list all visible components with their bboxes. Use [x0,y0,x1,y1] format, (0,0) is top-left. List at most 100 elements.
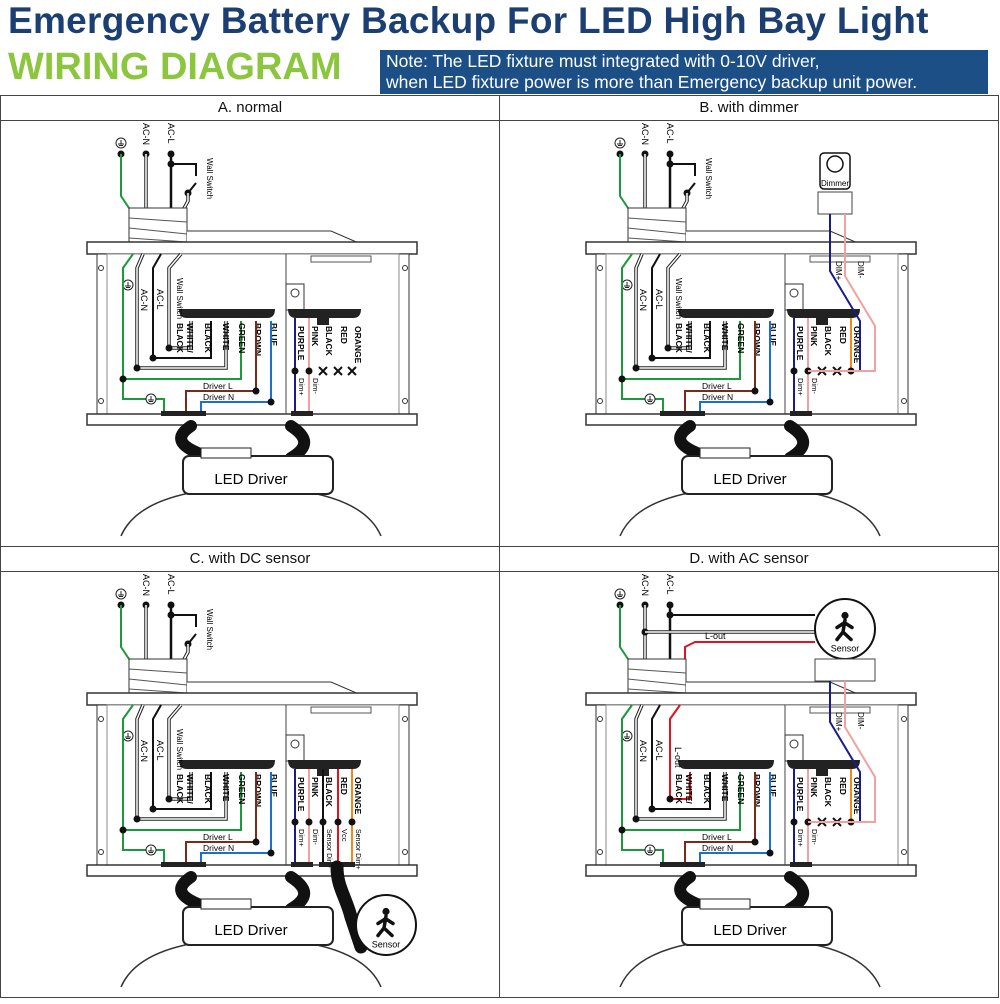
driver-n-label: Driver N [203,843,234,853]
wire-label-white: WHITE [221,774,231,802]
motion-sensor-icon [376,914,395,938]
screw-icon [98,716,104,722]
led-driver [182,906,334,946]
wire-label-purple: PURPLE [296,326,306,361]
ground-inner-wire [621,830,664,863]
ac-n-label: AC-N [139,740,149,762]
junction-dot [267,398,275,406]
junction-dot [291,818,299,826]
driver-l-label: Driver L [203,381,233,391]
ext-dim-plus-label: DIM+ [834,261,843,281]
ground-inner-wire [621,253,741,380]
driver-connector [161,862,206,867]
screw-icon [901,716,907,722]
bracket-hole [789,739,799,749]
junction-dot [632,364,640,372]
junction-dot [305,367,313,375]
ground-icon [617,140,623,146]
connector [317,318,329,325]
junction-dot [252,387,260,395]
ground-icon [647,847,653,853]
wall-switch-label: Wall Switch [704,158,713,199]
bracket-hole [290,739,300,749]
wire-label-brown: BROWN [752,323,762,356]
sensor-box [814,658,876,682]
l-out-wire [684,641,815,665]
driver-l-wire [684,772,756,863]
bottom-rail [585,413,917,426]
dimmer-label: Dimmer [821,179,849,188]
junction-dot [790,818,798,826]
vcc-label: Vcc [340,829,349,842]
ground-wire [619,154,633,215]
wire-label-orange: ORANGE [353,777,363,815]
wire-label-pink: PINK [310,777,320,798]
ground-wire [619,605,633,666]
junction-dot [648,354,656,362]
screw-icon [901,398,907,404]
led-driver-label: LED Driver [713,922,786,939]
dim-plus-label: Dim+ [297,829,306,847]
ground-inner-wire [621,704,741,831]
driver-n-wire [200,772,272,863]
screw-icon [597,849,603,855]
cap-x-icon [347,366,357,376]
dimmer-box [817,191,853,215]
cap-x-icon [318,366,328,376]
battery-right-harness [787,760,860,769]
sensor-cable [330,860,368,954]
wire-label-green: GREEN [736,774,746,804]
junction-dot [766,849,774,857]
junction-dot [666,795,674,803]
driver-n-wire [200,321,272,412]
note-line-2: when LED fixture power is more than Emer… [386,72,918,92]
screw-icon [597,716,603,722]
wire-label-pink: PINK [809,326,819,347]
label-plate [809,706,871,714]
wall-switch-label: Wall Switch [175,278,184,319]
junction-box [96,253,410,417]
wire-label-orange: ORANGE [353,326,363,364]
ground-inner-wire [122,704,242,831]
ac-l-label: AC-L [665,574,675,595]
motion-sensor-icon [841,611,849,620]
battery-right-harness [288,760,361,769]
driver-l-label: Driver L [203,832,233,842]
ac-l-label: AC-L [166,574,176,595]
wire-label-white: WHITE [720,774,730,802]
wire-label-blue: BLUE [269,323,279,346]
wire-label-red: RED [339,326,349,344]
dim-minus-label: Dim- [311,378,320,394]
junction-dot [632,815,640,823]
wire-label-blue: BLUE [269,774,279,797]
dimmer-knob-icon [826,155,844,173]
led-driver-top [699,447,751,459]
wire-label-black: BLACK [203,323,213,354]
ground-icon [647,396,653,402]
ground-icon [125,733,131,739]
ground-icon [617,591,623,597]
wall-switch-label: Wall Switch [205,158,214,199]
high-bay-reflector [619,941,881,988]
page-title: Emergency Battery Backup For LED High Ba… [8,0,929,41]
battery-right-harness [288,309,361,318]
top-rail [585,692,917,706]
junction-dot [790,367,798,375]
screw-icon [597,398,603,404]
junction-dot [319,818,327,826]
ground-inner-wire [122,253,242,380]
ground-icon [118,591,124,597]
top-rail [86,692,418,706]
dim-minus-label: Dim- [810,829,819,845]
junction-dot [149,805,157,813]
bottom-rail [585,864,917,877]
battery-left-harness [179,309,275,318]
wire-label-white-black: BLACK [175,774,185,805]
junction-dot [618,375,626,383]
wire-label-white: WHITE [221,323,231,351]
junction-dot [766,398,774,406]
dim-connector [790,411,812,416]
wire-label-black: BLACK [823,777,833,808]
